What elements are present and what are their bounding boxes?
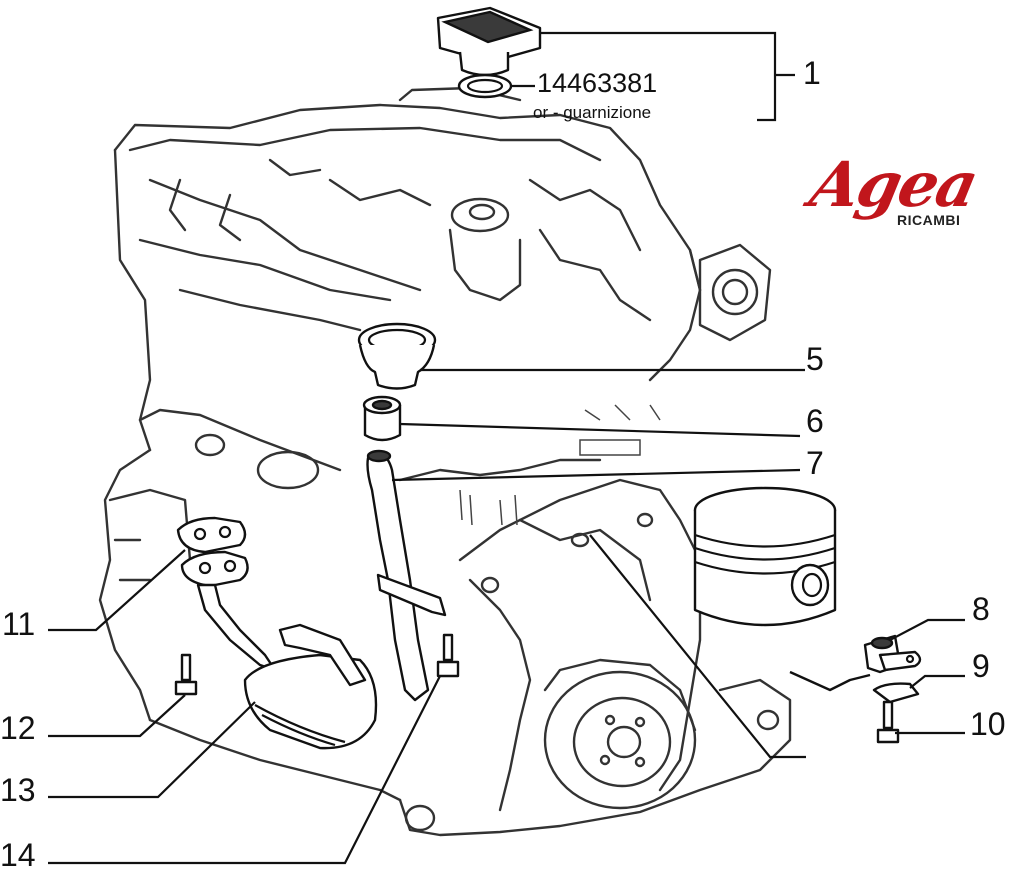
piston-illustration bbox=[693, 486, 837, 627]
callout-8: 8 bbox=[972, 591, 990, 627]
part-number: 14463381 bbox=[537, 68, 658, 98]
oil-pickup-gasket bbox=[176, 516, 249, 588]
sensor-bracket-assembly bbox=[789, 634, 922, 744]
rubber-bushing bbox=[362, 395, 402, 442]
callout-6: 6 bbox=[806, 403, 824, 439]
brand-name: Agea bbox=[804, 148, 983, 221]
dipstick-tube bbox=[366, 449, 447, 702]
callout-14: 14 bbox=[0, 837, 36, 873]
brand-logo: Agea RICAMBI bbox=[804, 148, 983, 243]
filler-funnel bbox=[357, 322, 437, 390]
engine-block-outline bbox=[98, 86, 792, 837]
bolt-12 bbox=[174, 653, 198, 696]
part-description: or - guarnizione bbox=[533, 103, 652, 122]
callout-10: 10 bbox=[970, 706, 1006, 742]
oil-filler-cap bbox=[436, 6, 542, 77]
callout-13: 13 bbox=[0, 772, 36, 808]
callout-11: 11 bbox=[2, 606, 36, 642]
callout-12: 12 bbox=[0, 710, 36, 746]
callout-1: 1 bbox=[803, 55, 821, 91]
brand-subtitle: RICAMBI bbox=[897, 212, 961, 228]
bolt-14 bbox=[436, 633, 460, 678]
leader-lines bbox=[48, 31, 965, 865]
oil-strainer bbox=[196, 583, 378, 750]
callout-5: 5 bbox=[806, 341, 824, 377]
oring-gasket bbox=[457, 73, 513, 99]
callout-7: 7 bbox=[806, 445, 824, 481]
callout-9: 9 bbox=[972, 648, 990, 684]
